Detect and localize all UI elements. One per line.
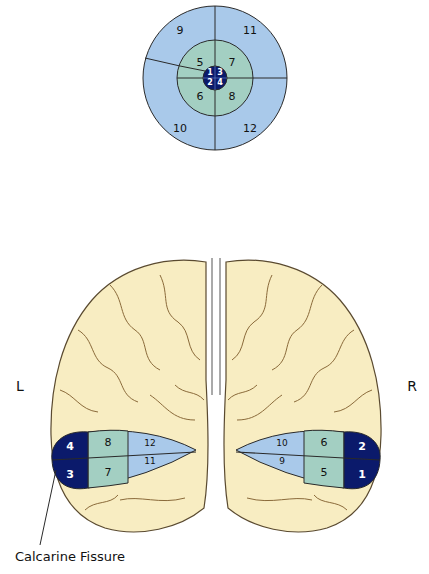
field-number: 2 <box>207 79 213 87</box>
region-number: 7 <box>105 467 112 478</box>
region-number: 2 <box>358 441 366 452</box>
visual-field <box>143 6 287 150</box>
field-number: 12 <box>243 123 257 134</box>
field-number: 1 <box>207 69 213 77</box>
field-number: 4 <box>217 79 223 87</box>
region-number: 9 <box>279 457 285 466</box>
field-number: 6 <box>197 91 204 102</box>
field-number: 5 <box>197 57 204 68</box>
field-number: 3 <box>217 69 223 77</box>
field-number: 8 <box>229 91 236 102</box>
region-number: 11 <box>144 457 155 466</box>
left-hemisphere <box>51 260 208 532</box>
region-number: 1 <box>358 469 366 480</box>
leader-line <box>40 470 56 545</box>
region-number: 12 <box>144 439 155 448</box>
side-label: R <box>407 379 417 393</box>
region-number: 6 <box>321 437 328 448</box>
right-hemisphere <box>224 260 381 532</box>
side-label: L <box>16 379 24 393</box>
field-number: 7 <box>229 57 236 68</box>
region-number: 5 <box>321 467 328 478</box>
region-number: 8 <box>105 437 112 448</box>
region-number: 3 <box>66 469 74 480</box>
callout-label: Calcarine Fissure <box>15 550 125 563</box>
region-number: 10 <box>276 439 287 448</box>
field-number: 9 <box>177 25 184 36</box>
region-number: 4 <box>66 441 74 452</box>
field-number: 10 <box>173 123 187 134</box>
field-number: 11 <box>243 25 257 36</box>
